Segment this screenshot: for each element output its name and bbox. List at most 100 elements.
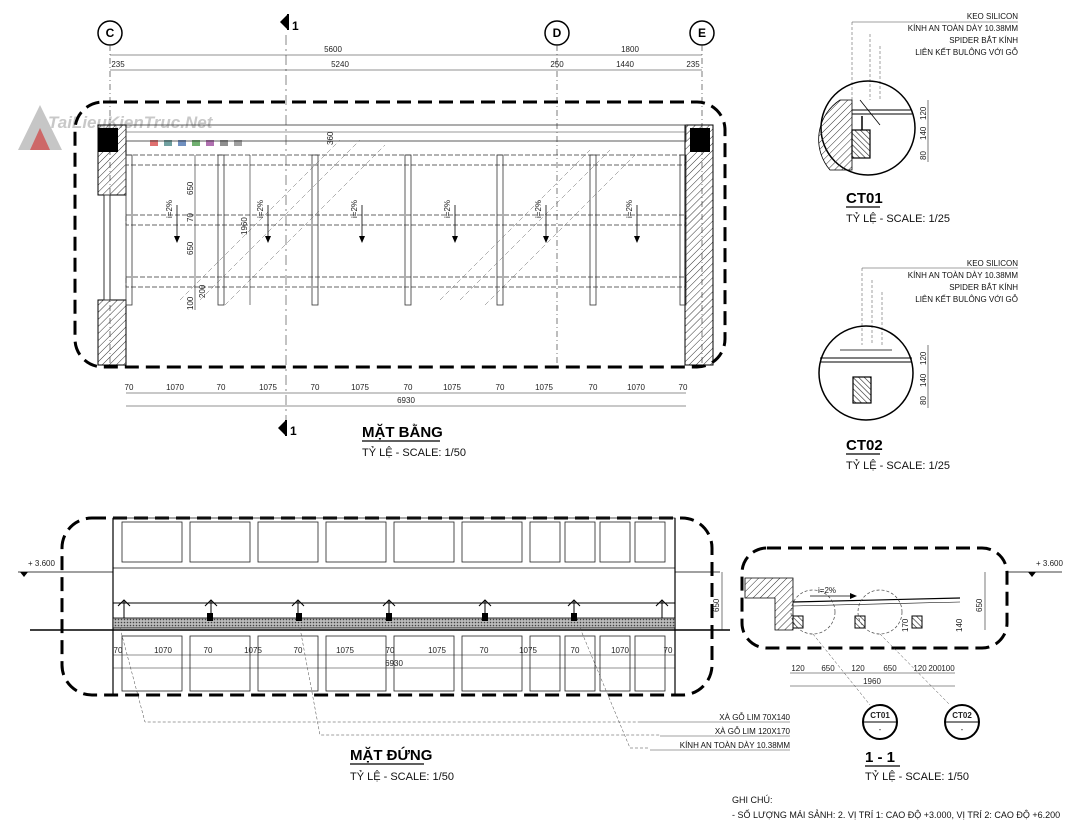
ref-bubble-ct02: CT02 - <box>944 704 980 740</box>
svg-text:70: 70 <box>496 383 505 392</box>
section-scale: TỶ LỆ - SCALE: 1/50 <box>865 770 969 783</box>
svg-text:1070: 1070 <box>166 383 184 392</box>
detail-ct01: KEO SILICON KÍNH AN TOÀN DÀY 10.38MM SPI… <box>818 12 1019 225</box>
svg-text:140: 140 <box>955 618 964 632</box>
svg-text:650: 650 <box>712 598 721 612</box>
svg-text:+ 3.600: + 3.600 <box>28 559 55 568</box>
svg-text:70: 70 <box>664 646 673 655</box>
svg-text:650: 650 <box>186 241 195 255</box>
elevation-level-mark: + 3.600 <box>18 559 113 577</box>
svg-text:1075: 1075 <box>443 383 461 392</box>
svg-text:650: 650 <box>975 598 984 612</box>
svg-text:1: 1 <box>292 19 299 33</box>
svg-text:70: 70 <box>294 646 303 655</box>
svg-text:1960: 1960 <box>240 217 249 235</box>
svg-text:235: 235 <box>686 60 700 69</box>
svg-text:XÀ GỖ LIM 70X140: XÀ GỖ LIM 70X140 <box>719 713 790 722</box>
section-title: 1 - 1 <box>865 749 895 766</box>
svg-text:-: - <box>961 725 964 734</box>
svg-text:650: 650 <box>821 664 835 673</box>
svg-text:70: 70 <box>386 646 395 655</box>
svg-text:100: 100 <box>186 296 195 310</box>
svg-text:70: 70 <box>125 383 134 392</box>
svg-text:1075: 1075 <box>351 383 369 392</box>
svg-text:1440: 1440 <box>616 60 634 69</box>
svg-text:LIÊN KẾT BULÔNG VỚI GỖ: LIÊN KẾT BULÔNG VỚI GỖ <box>915 294 1018 304</box>
ct02-scale: TỶ LỆ - SCALE: 1/25 <box>846 459 950 472</box>
elevation-view: + 3.600 <box>18 516 791 783</box>
svg-text:1070: 1070 <box>611 646 629 655</box>
section-mark-bottom: 1 <box>278 420 297 438</box>
svg-text:i=2%: i=2% <box>818 586 836 595</box>
plan-title: MẶT BẰNG <box>362 423 443 441</box>
svg-text:TaiLieuKienTruc.Net: TaiLieuKienTruc.Net <box>48 113 214 132</box>
plan-view: C D E 1 1 5600 1800 235 5240 <box>73 14 727 459</box>
svg-text:200: 200 <box>928 664 942 673</box>
svg-text:1075: 1075 <box>428 646 446 655</box>
svg-text:235: 235 <box>111 60 125 69</box>
ct02-title: CT02 <box>846 437 883 454</box>
plan-bottom-dims: 70 1070 70 1075 70 1075 70 1075 70 1075 … <box>125 383 688 392</box>
svg-text:650: 650 <box>883 664 897 673</box>
svg-text:1075: 1075 <box>519 646 537 655</box>
svg-text:1075: 1075 <box>259 383 277 392</box>
svg-text:1070: 1070 <box>154 646 172 655</box>
svg-text:KÍNH AN TOÀN DÀY 10.38MM: KÍNH AN TOÀN DÀY 10.38MM <box>908 271 1019 280</box>
svg-text:KEO SILICON: KEO SILICON <box>967 12 1018 21</box>
svg-text:120: 120 <box>913 664 927 673</box>
svg-text:1800: 1800 <box>621 45 639 54</box>
svg-text:170: 170 <box>901 618 910 632</box>
svg-text:120: 120 <box>919 351 928 365</box>
notes: GHI CHÚ: - SỐ LƯỢNG MÁI SẢNH: 2. VỊ TRÍ … <box>732 795 1060 820</box>
svg-text:70: 70 <box>571 646 580 655</box>
section-mark-top: 1 <box>280 14 299 33</box>
svg-text:i=2%: i=2% <box>443 200 452 218</box>
svg-text:360: 360 <box>326 131 335 145</box>
svg-text:650: 650 <box>186 181 195 195</box>
svg-text:100: 100 <box>941 664 955 673</box>
svg-text:70: 70 <box>480 646 489 655</box>
svg-text:250: 250 <box>550 60 564 69</box>
svg-text:1075: 1075 <box>244 646 262 655</box>
svg-text:70: 70 <box>589 383 598 392</box>
grid-bubble-e: E <box>689 20 715 46</box>
svg-text:5600: 5600 <box>324 45 342 54</box>
elevation-scale: TỶ LỆ - SCALE: 1/50 <box>350 770 454 783</box>
svg-text:70: 70 <box>311 383 320 392</box>
svg-text:D: D <box>553 26 562 40</box>
watermark-logo: TaiLieuKienTruc.Net <box>18 105 242 150</box>
svg-text:120: 120 <box>919 106 928 120</box>
svg-text:140: 140 <box>919 373 928 387</box>
svg-text:70: 70 <box>114 646 123 655</box>
svg-text:CT01: CT01 <box>870 711 890 720</box>
grid-bubble-d: D <box>544 20 570 46</box>
svg-text:XÀ GỖ LIM 120X170: XÀ GỖ LIM 120X170 <box>715 727 791 736</box>
svg-text:- SỐ LƯỢNG MÁI SẢNH: 2. VỊ TRÍ: - SỐ LƯỢNG MÁI SẢNH: 2. VỊ TRÍ 1: CAO ĐỘ… <box>732 809 1060 820</box>
svg-text:KÍNH AN TOÀN DÀY 10.38MM: KÍNH AN TOÀN DÀY 10.38MM <box>680 741 791 750</box>
svg-text:+ 3.600: + 3.600 <box>1036 559 1063 568</box>
svg-text:i=2%: i=2% <box>625 200 634 218</box>
svg-text:70: 70 <box>186 213 195 222</box>
svg-text:i=2%: i=2% <box>165 200 174 218</box>
detail-ct02: KEO SILICON KÍNH AN TOÀN DÀY 10.38MM SPI… <box>818 259 1019 472</box>
plan-scale: TỶ LỆ - SCALE: 1/50 <box>362 446 466 459</box>
svg-text:80: 80 <box>919 151 928 160</box>
svg-text:C: C <box>106 26 115 40</box>
svg-text:LIÊN KẾT BULÔNG VỚI GỖ: LIÊN KẾT BULÔNG VỚI GỖ <box>915 47 1018 57</box>
svg-text:200: 200 <box>198 284 207 298</box>
elevation-title: MẶT ĐỨNG <box>350 746 432 764</box>
svg-text:KÍNH AN TOÀN DÀY 10.38MM: KÍNH AN TOÀN DÀY 10.38MM <box>908 24 1019 33</box>
svg-text:1075: 1075 <box>535 383 553 392</box>
section-view: i=2% + 3.600 650 170 140 120 650 120 650… <box>740 546 1063 783</box>
svg-text:80: 80 <box>919 396 928 405</box>
svg-text:SPIDER BẮT KÍNH: SPIDER BẮT KÍNH <box>949 283 1018 292</box>
slope-arrows: i=2% i=2% i=2% i=2% i=2% i=2% <box>165 200 640 243</box>
svg-text:6930: 6930 <box>397 396 415 405</box>
svg-text:i=2%: i=2% <box>256 200 265 218</box>
svg-text:70: 70 <box>679 383 688 392</box>
svg-text:i=2%: i=2% <box>534 200 543 218</box>
section-level-mark: + 3.600 <box>1007 559 1063 577</box>
svg-text:1070: 1070 <box>627 383 645 392</box>
svg-text:1960: 1960 <box>863 677 881 686</box>
